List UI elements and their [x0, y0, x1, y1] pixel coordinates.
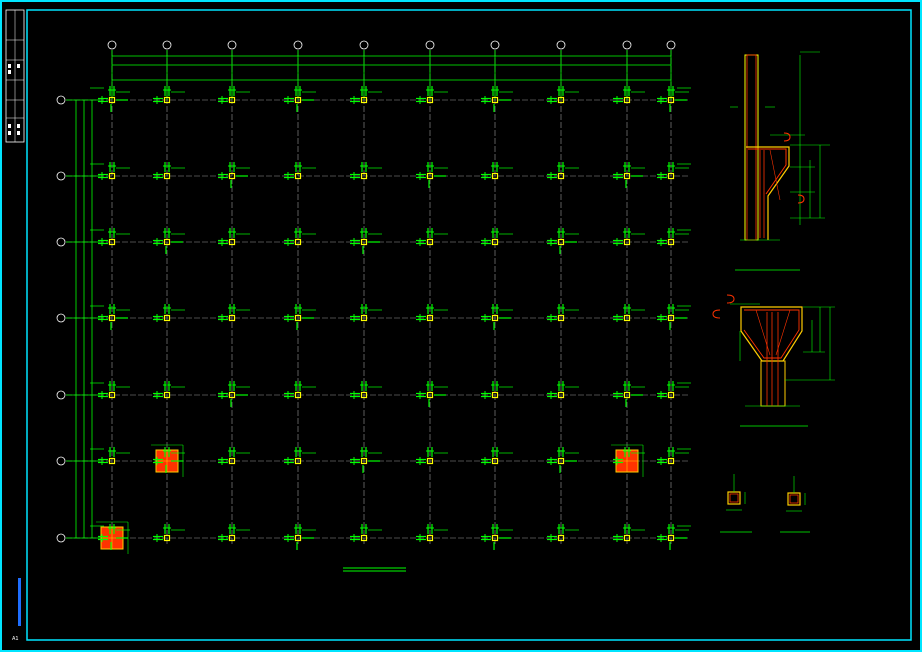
column-marker	[667, 457, 675, 465]
grid-bubble-top	[556, 40, 566, 50]
column-marker	[360, 391, 368, 399]
column-marker	[228, 457, 236, 465]
column-marker	[557, 314, 565, 322]
column-marker	[491, 172, 499, 180]
column-marker	[294, 534, 302, 542]
column-marker	[360, 172, 368, 180]
column-marker	[557, 457, 565, 465]
grid-bubble-left	[56, 533, 66, 543]
small-column-sections	[720, 474, 810, 533]
column-marker	[294, 172, 302, 180]
column-marker	[491, 96, 499, 104]
column-marker	[623, 238, 631, 246]
column-marker	[623, 96, 631, 104]
title-block	[5, 9, 25, 143]
grid-bubble-top	[622, 40, 632, 50]
column-marker	[623, 534, 631, 542]
column-marker	[108, 96, 116, 104]
column-marker	[557, 96, 565, 104]
column-marker	[491, 457, 499, 465]
column-marker	[426, 172, 434, 180]
column-marker	[163, 314, 171, 322]
margin-caption-mark	[18, 578, 21, 626]
grid-bubble-left	[56, 390, 66, 400]
plan-title-underline	[343, 567, 406, 572]
column-marker	[108, 314, 116, 322]
column-marker	[491, 314, 499, 322]
column-marker	[163, 534, 171, 542]
column-marker	[667, 314, 675, 322]
column-marker	[294, 391, 302, 399]
column-marker	[108, 457, 116, 465]
column-marker	[557, 172, 565, 180]
grid-bubble-top	[162, 40, 172, 50]
corbel-section-detail	[730, 51, 830, 271]
grid-bubble-top	[359, 40, 369, 50]
grid-bubble-left	[56, 95, 66, 105]
grid-bubble-top	[490, 40, 500, 50]
grid-bubble-left	[56, 237, 66, 247]
sheet-index-label: A1	[12, 636, 19, 642]
column-marker	[667, 172, 675, 180]
column-marker	[557, 391, 565, 399]
column-marker	[108, 172, 116, 180]
column-marker	[557, 534, 565, 542]
column-marker	[426, 96, 434, 104]
grid-bubble-top	[227, 40, 237, 50]
column-marker	[667, 238, 675, 246]
grid-bubble-left	[56, 456, 66, 466]
column-marker	[426, 238, 434, 246]
column-cap-section-detail	[712, 294, 835, 427]
column-marker	[491, 391, 499, 399]
column-marker	[294, 314, 302, 322]
column-marker	[163, 96, 171, 104]
grid-bubble-top	[293, 40, 303, 50]
column-marker	[426, 457, 434, 465]
column-marker	[108, 238, 116, 246]
column-marker	[228, 238, 236, 246]
column-marker	[294, 457, 302, 465]
column-marker	[491, 534, 499, 542]
column-marker	[108, 391, 116, 399]
column-marker	[667, 534, 675, 542]
column-marker	[623, 314, 631, 322]
column-marker	[360, 96, 368, 104]
column-marker	[360, 238, 368, 246]
grid-bubble-left	[56, 313, 66, 323]
column-marker	[360, 457, 368, 465]
column-marker	[294, 96, 302, 104]
grid-bubble-top	[666, 40, 676, 50]
column-marker	[163, 172, 171, 180]
column-marker	[228, 534, 236, 542]
column-marker	[623, 391, 631, 399]
column-marker	[426, 391, 434, 399]
column-marker	[163, 391, 171, 399]
column-marker	[228, 172, 236, 180]
column-marker	[557, 238, 565, 246]
column-marker	[294, 238, 302, 246]
column-marker	[228, 314, 236, 322]
column-marker	[426, 314, 434, 322]
column-marker	[667, 96, 675, 104]
grid-bubble-top	[107, 40, 117, 50]
column-marker	[360, 534, 368, 542]
column-marker	[623, 172, 631, 180]
column-marker	[228, 96, 236, 104]
column-marker	[667, 391, 675, 399]
column-marker	[491, 238, 499, 246]
grid-bubble-left	[56, 171, 66, 181]
column-marker	[360, 314, 368, 322]
grid-bubble-top	[425, 40, 435, 50]
column-marker	[163, 238, 171, 246]
inner-frame	[26, 9, 912, 641]
column-marker	[426, 534, 434, 542]
column-marker	[228, 391, 236, 399]
column-grid-plan	[56, 40, 691, 554]
